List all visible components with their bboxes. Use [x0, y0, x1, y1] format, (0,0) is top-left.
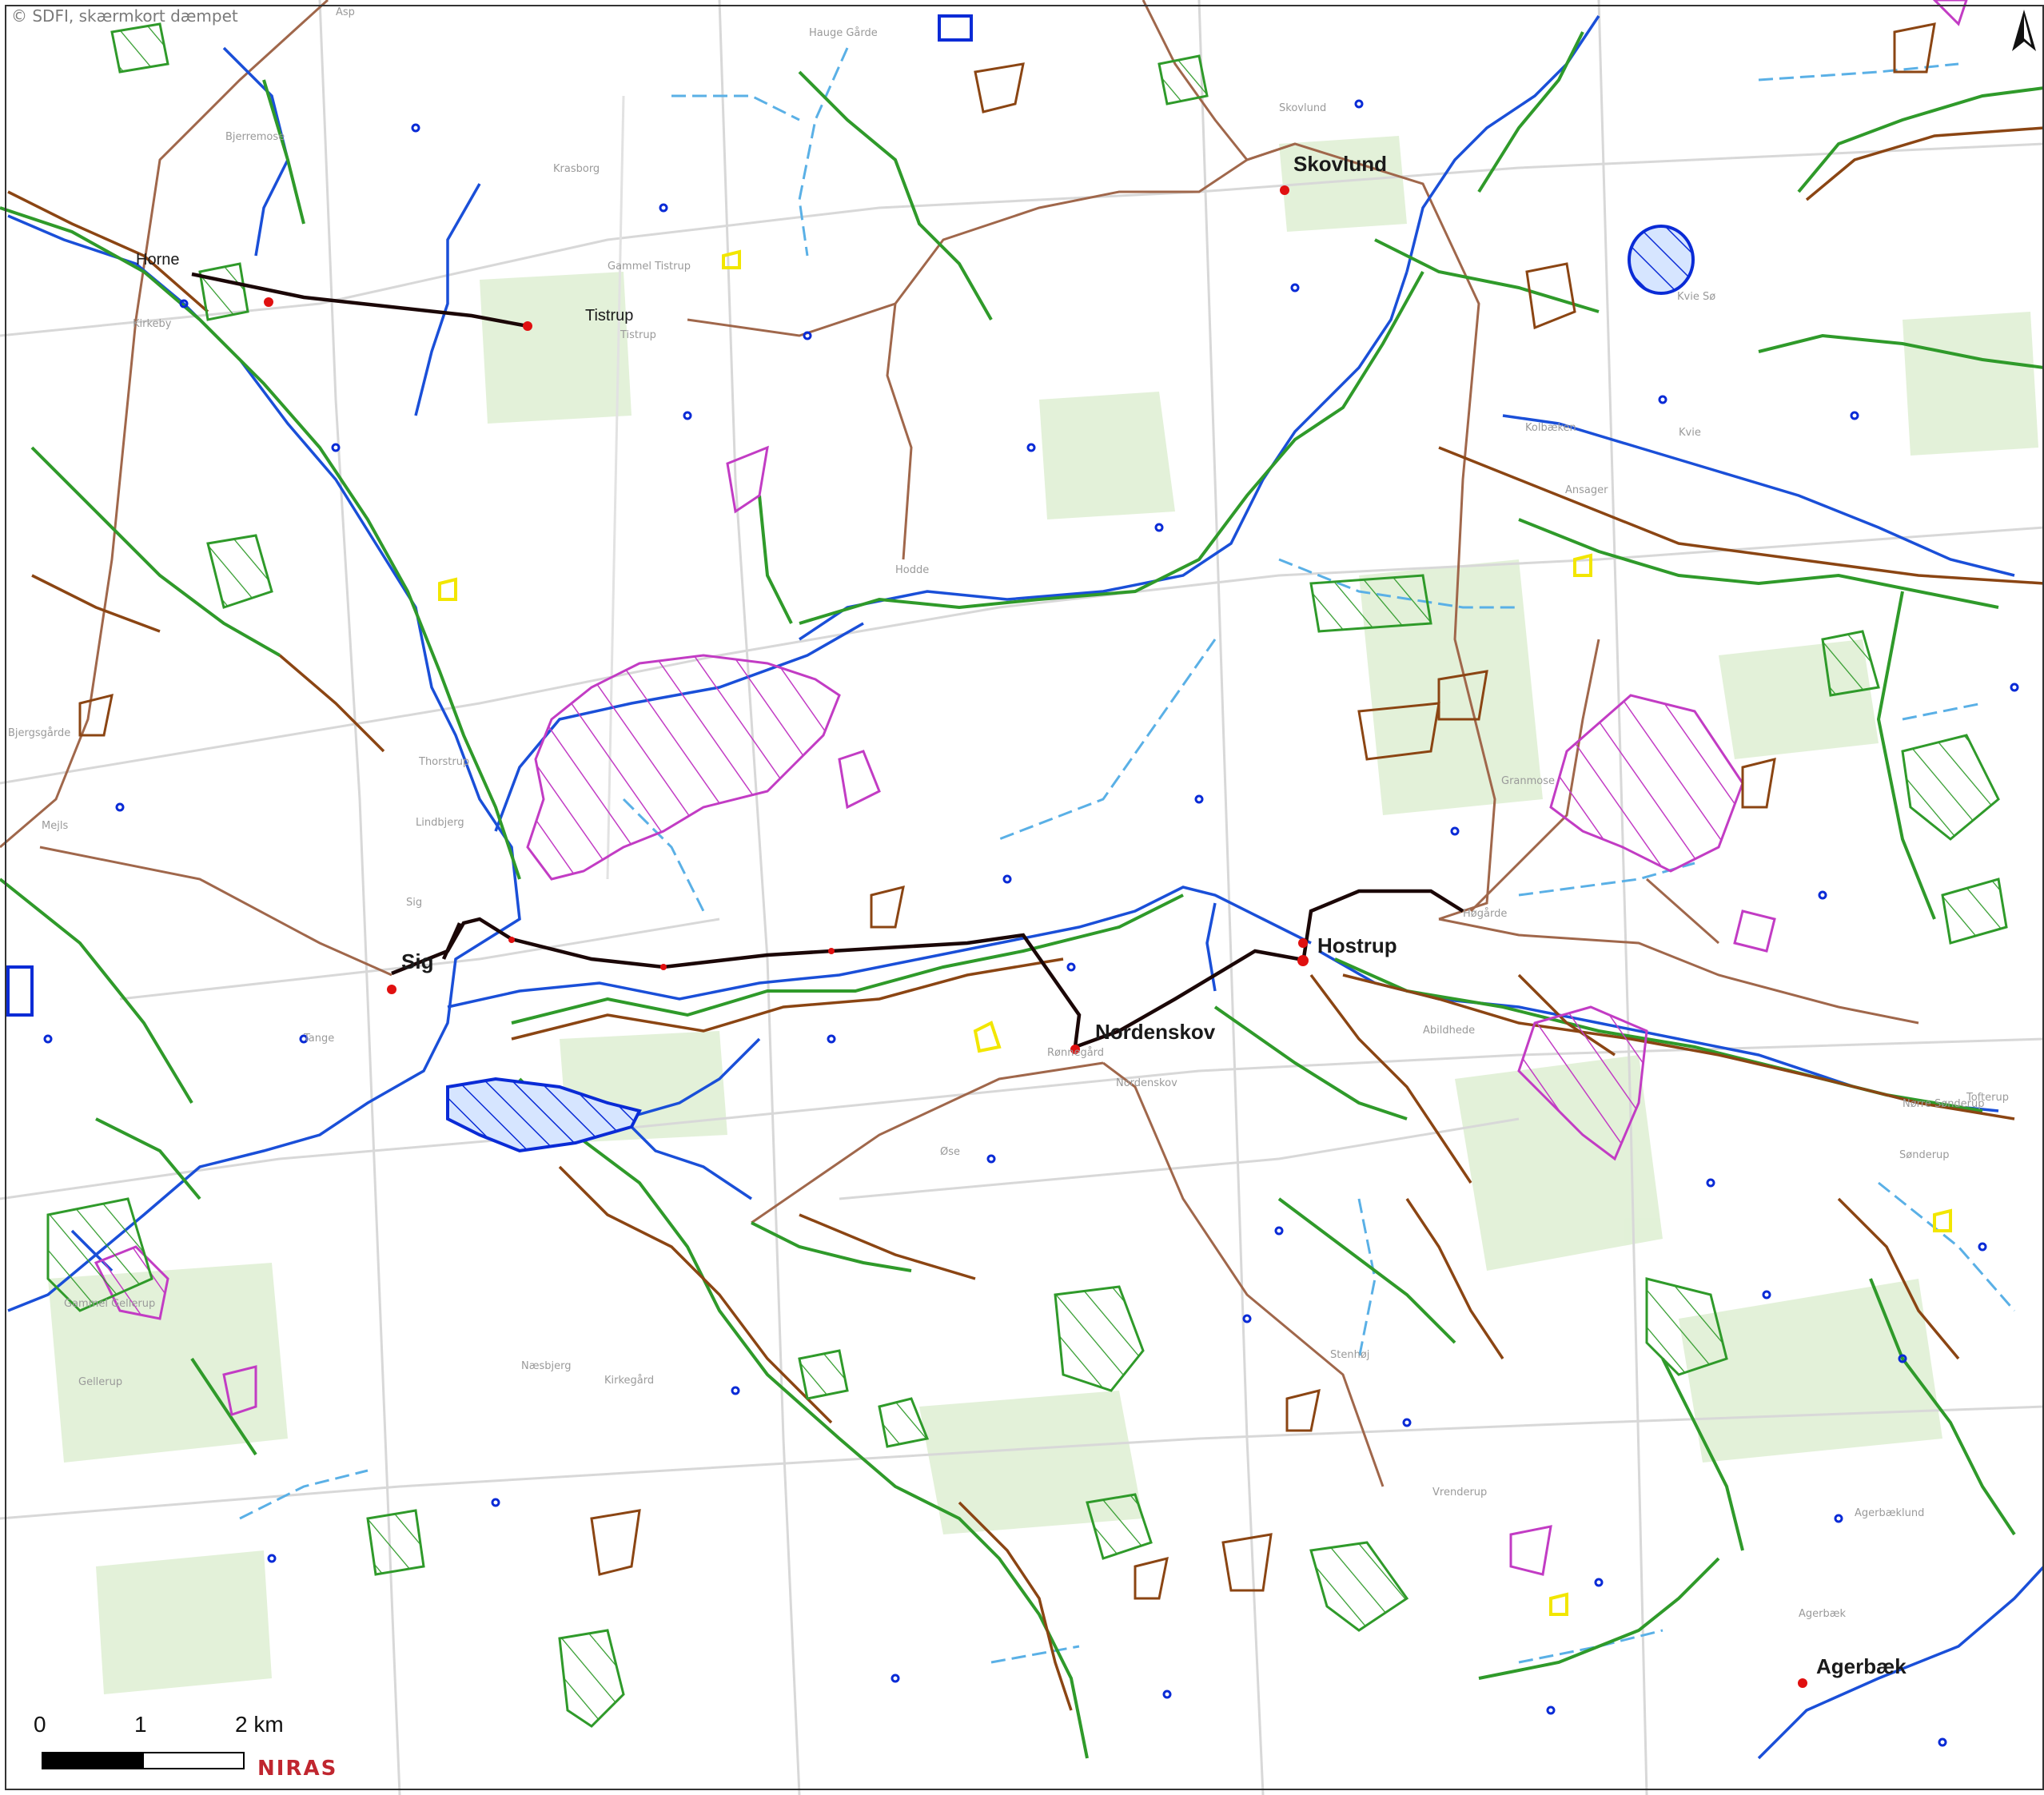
place-label: Skovlund	[1279, 102, 1327, 114]
north-arrow-icon	[2012, 10, 2036, 51]
place-label: Vrenderup	[1432, 1487, 1488, 1498]
place-label: Thorstrup	[419, 756, 470, 768]
place-label: Øse	[940, 1146, 961, 1158]
place-label: Agerbæk	[1799, 1608, 1847, 1620]
small-ponds	[43, 99, 2019, 1747]
town-label-horne: Horne	[136, 251, 180, 269]
place-label: Rønnegård	[1047, 1047, 1105, 1059]
light-streams	[239, 47, 2016, 1664]
place-label: Bjergsgårde	[8, 727, 71, 739]
brown-patches	[78, 22, 1936, 1600]
scale-segment-black	[42, 1752, 144, 1769]
place-label: Agerbæklund	[1855, 1507, 1925, 1519]
place-label: Gammel Gellerup	[64, 1298, 156, 1310]
place-label: Sig	[406, 897, 423, 909]
town-label-sig: Sig	[401, 949, 434, 973]
route-markers	[264, 185, 1807, 1688]
place-label: Granmose	[1501, 775, 1556, 787]
place-label: Tofterup	[1966, 1092, 2009, 1104]
place-label: Høgårde	[1463, 908, 1508, 920]
yellow-areas	[438, 249, 1952, 1616]
scale-label-2: 2 km	[235, 1712, 284, 1737]
place-label: Lindbjerg	[416, 817, 464, 829]
lakes	[6, 14, 1695, 1153]
place-label: Asp	[336, 6, 355, 18]
place-label: Gammel Tistrup	[608, 261, 691, 273]
place-label: Kolbæken	[1525, 422, 1576, 434]
place-label: Mejls	[42, 820, 69, 832]
scale-label-0: 0	[34, 1712, 46, 1737]
town-label-nordenskov: Nordenskov	[1095, 1020, 1216, 1044]
place-label: Sønderup	[1899, 1149, 1950, 1161]
place-label: Krasborg	[553, 163, 600, 175]
town-label-tistrup: Tistrup	[585, 307, 634, 324]
brown-corridors	[7, 126, 2044, 1711]
place-label: Kirkegård	[604, 1375, 655, 1387]
place-label: Abildhede	[1423, 1025, 1476, 1037]
place-label: Gellerup	[78, 1376, 123, 1388]
route-line	[191, 272, 1464, 1050]
place-label: Hodde	[895, 564, 930, 576]
place-label: Nørre Sønderup	[1903, 1098, 1985, 1110]
place-label: Kirkeby	[133, 318, 172, 330]
niras-logo: NIRAS	[257, 1757, 338, 1781]
main-roads	[0, 0, 1919, 1487]
town-label-agerbaek: Agerbæk	[1816, 1654, 1907, 1678]
place-label: Tange	[304, 1033, 335, 1045]
town-label-skovlund: Skovlund	[1293, 152, 1388, 176]
town-label-hostrup: Hostrup	[1317, 933, 1397, 957]
copyright-label: © SDFI, skærmkort dæmpet	[11, 6, 238, 26]
green-patches	[46, 22, 2008, 1728]
place-label: Stenhøj	[1330, 1349, 1370, 1361]
field-areas	[48, 136, 2038, 1694]
place-label: Kvie Sø	[1677, 291, 1716, 303]
place-label: Tistrup	[620, 329, 656, 341]
scale-segment-white	[142, 1752, 245, 1769]
place-label: Næsbjerg	[521, 1360, 572, 1372]
place-label: Hauge Gårde	[809, 27, 878, 39]
place-label: Bjerremose	[225, 131, 285, 143]
place-label: Nordenskov	[1116, 1077, 1177, 1089]
scale-label-1: 1	[134, 1712, 147, 1737]
place-label: Ansager	[1565, 484, 1608, 496]
place-label: Kvie	[1679, 427, 1701, 439]
magenta-areas	[94, 0, 1968, 1576]
